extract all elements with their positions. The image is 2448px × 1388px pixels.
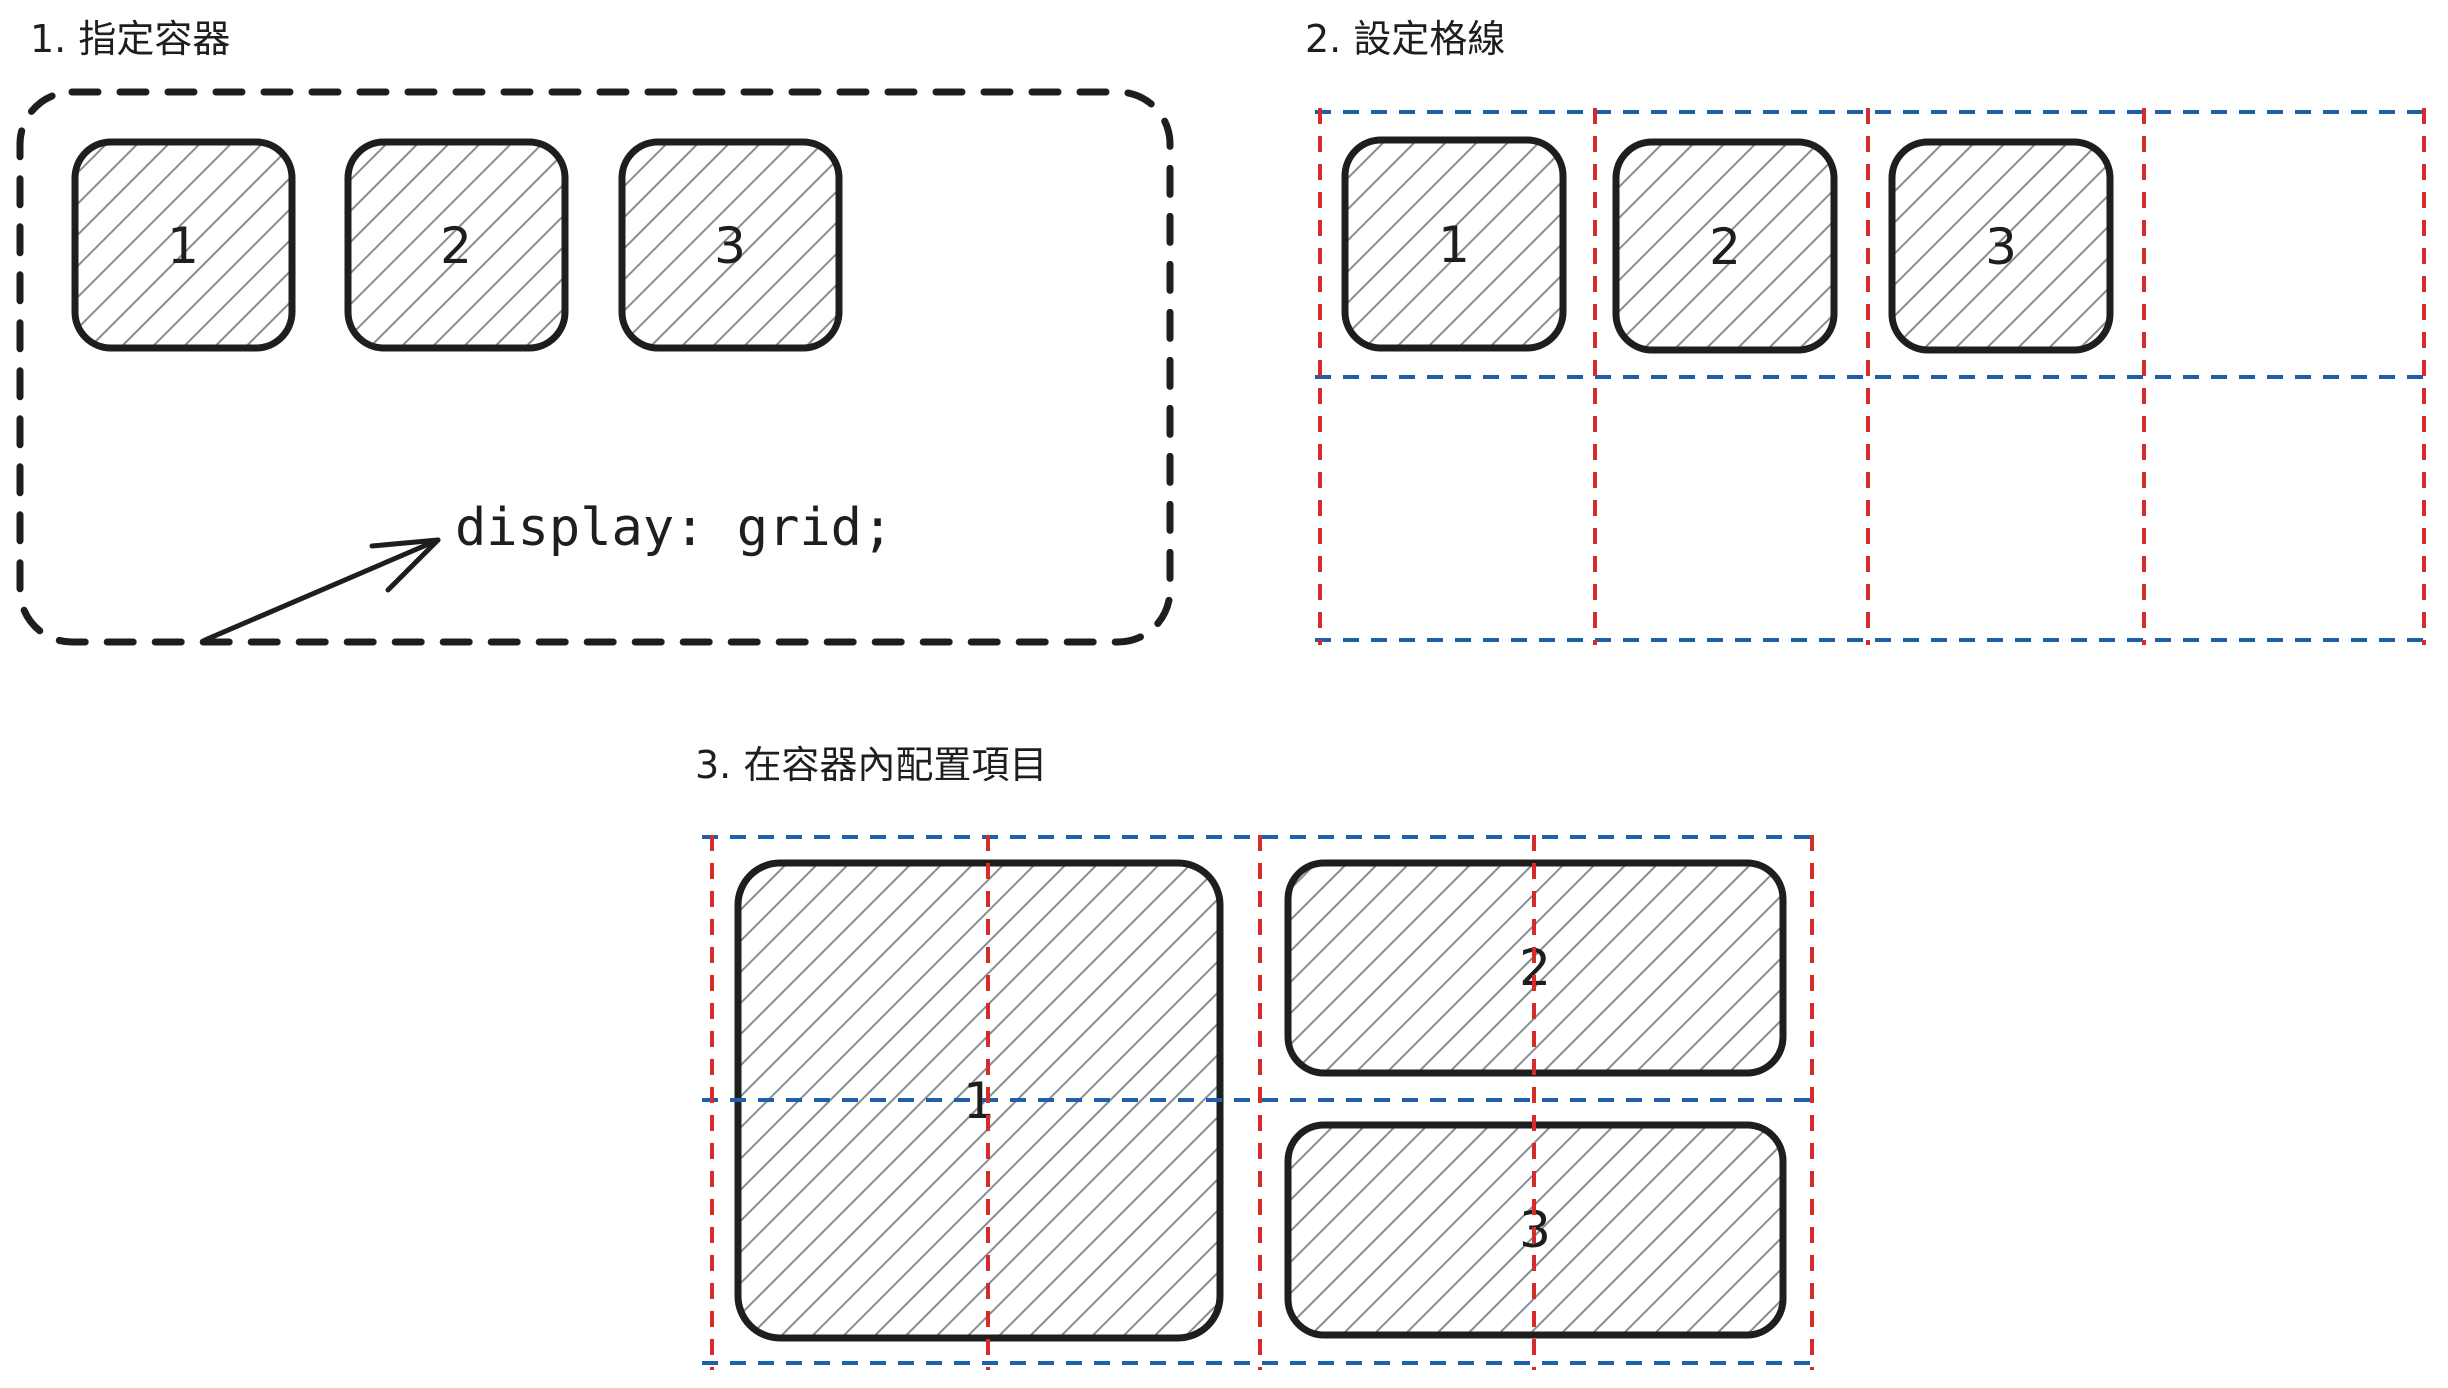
grid-item-2 <box>344 138 569 352</box>
step-1-title: 1. 指定容器 <box>30 17 230 61</box>
grid-item-2 <box>1612 138 1838 354</box>
grid-item-2-label: 2 <box>440 217 472 275</box>
step-3-title: 3. 在容器內配置項目 <box>695 743 1047 787</box>
step-1-panel: 1. 指定容器 1 2 3 display: grid; <box>16 17 1174 646</box>
column-grid-lines <box>1318 108 2426 645</box>
step-3-panel: 3. 在容器內配置項目 1 2 3 <box>695 743 1815 1370</box>
grid-item-3 <box>618 138 843 352</box>
grid-item-1 <box>1341 136 1567 352</box>
grid-container-outline <box>16 88 1174 646</box>
display-grid-annotation: display: grid; <box>455 498 893 558</box>
grid-item-3-label: 3 <box>714 217 746 275</box>
column-grid-lines <box>710 835 1814 1370</box>
grid-item-3-label: 3 <box>1985 218 2017 276</box>
step-2-title: 2. 設定格線 <box>1305 17 1505 61</box>
step-2-panel: 2. 設定格線 1 2 3 <box>1305 17 2428 645</box>
grid-item-1-label: 1 <box>167 217 199 275</box>
pointer-arrow <box>202 537 441 643</box>
row-grid-lines <box>702 835 1815 1365</box>
grid-item-1-label: 1 <box>1438 216 1470 274</box>
row-grid-lines <box>1315 110 2428 642</box>
grid-item-2-label: 2 <box>1709 218 1741 276</box>
grid-item-1 <box>71 138 296 352</box>
grid-item-3 <box>1888 138 2114 354</box>
